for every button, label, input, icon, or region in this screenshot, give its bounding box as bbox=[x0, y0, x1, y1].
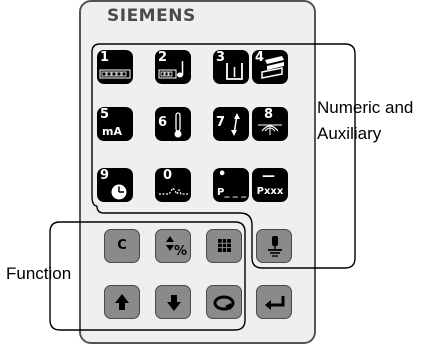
down-arrow-icon bbox=[167, 295, 181, 311]
mode-key[interactable] bbox=[206, 285, 242, 319]
key-2-number: 2 bbox=[158, 50, 168, 65]
tank-level-icon bbox=[226, 63, 243, 80]
key-minus-symbol: — bbox=[262, 169, 275, 184]
thermometer-icon bbox=[174, 112, 182, 138]
key-minus[interactable]: — Pxxx bbox=[252, 168, 288, 202]
numeric-auxiliary-label-line1: Numeric and bbox=[317, 98, 414, 117]
key-decimal-param: P_ _ _ bbox=[217, 187, 247, 198]
key-8[interactable]: 8 bbox=[252, 107, 288, 141]
key-2[interactable]: 2 bbox=[155, 50, 191, 84]
key-4[interactable]: 4 bbox=[252, 50, 288, 84]
key-minus-param: Pxxx bbox=[256, 186, 284, 197]
cycle-arrow-icon bbox=[213, 295, 235, 311]
enter-arrow-icon bbox=[265, 296, 285, 310]
key-1[interactable]: 1 bbox=[97, 50, 133, 84]
key-9[interactable]: 9 bbox=[97, 168, 133, 202]
menu-grid-key[interactable] bbox=[206, 229, 242, 263]
waveform-icon bbox=[159, 186, 188, 196]
key-6[interactable]: 6 bbox=[155, 107, 191, 141]
echo-signal-icon bbox=[258, 124, 282, 135]
key-decimal[interactable]: • P_ _ _ bbox=[213, 168, 249, 202]
key-5-unit: mA bbox=[102, 125, 122, 138]
units-percent-key[interactable]: % bbox=[155, 229, 191, 263]
key-decimal-symbol: • bbox=[218, 167, 227, 182]
key-0[interactable]: 0 bbox=[155, 168, 191, 202]
bidirectional-arrow-icon bbox=[231, 113, 240, 136]
key-6-number: 6 bbox=[158, 115, 168, 130]
up-arrow-icon bbox=[115, 294, 129, 310]
up-arrow-key[interactable] bbox=[104, 285, 140, 319]
key-1-number: 1 bbox=[100, 50, 110, 65]
key-3[interactable]: 3 bbox=[213, 50, 249, 84]
key-0-number: 0 bbox=[163, 168, 173, 183]
key-7[interactable]: 7 bbox=[213, 107, 249, 141]
function-label: Function bbox=[6, 264, 72, 283]
up-down-triangle-icon bbox=[166, 236, 174, 251]
ground-key[interactable] bbox=[256, 229, 292, 263]
key-7-number: 7 bbox=[216, 115, 226, 130]
brand-logo: SIEMENS bbox=[107, 6, 196, 26]
hand-ground-icon bbox=[268, 236, 282, 257]
numeric-auxiliary-label-line2: Auxiliary bbox=[317, 124, 382, 143]
grid-icon bbox=[218, 239, 231, 252]
clock-icon bbox=[111, 184, 127, 200]
display-digits-icon bbox=[99, 69, 131, 79]
down-arrow-key[interactable] bbox=[155, 285, 191, 319]
key-4-number: 4 bbox=[255, 50, 265, 65]
clear-key[interactable]: C bbox=[104, 229, 140, 263]
key-9-number: 9 bbox=[100, 168, 110, 183]
clear-key-label: C bbox=[117, 238, 127, 253]
key-8-number: 8 bbox=[264, 107, 274, 122]
conveyor-icon bbox=[261, 56, 284, 79]
key-5[interactable]: 5 mA bbox=[97, 107, 133, 141]
key-5-number: 5 bbox=[100, 107, 110, 122]
enter-key[interactable] bbox=[256, 285, 292, 319]
key-3-number: 3 bbox=[216, 50, 226, 65]
display-note-icon bbox=[158, 61, 184, 79]
percent-symbol: % bbox=[174, 244, 188, 259]
